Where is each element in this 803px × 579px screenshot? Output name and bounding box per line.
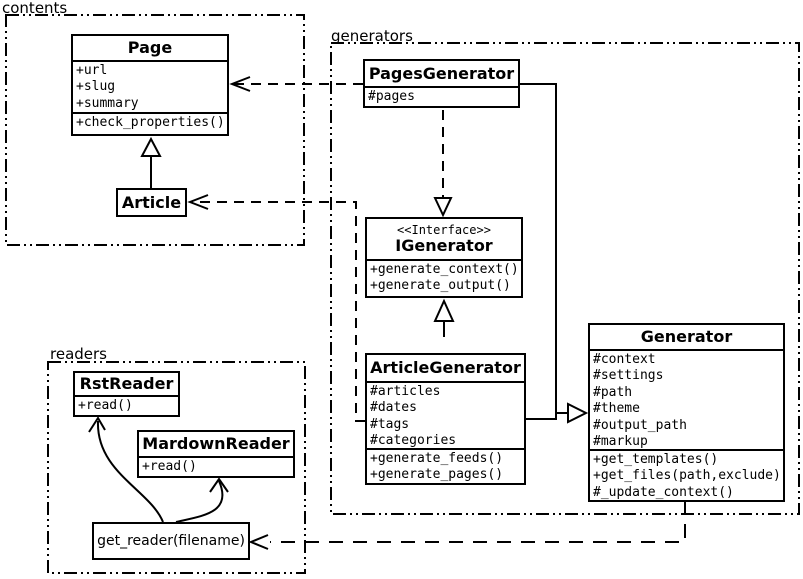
member-line: +slug — [76, 79, 116, 95]
member-line: +read() — [78, 398, 133, 413]
member-line: +read() — [142, 459, 197, 474]
package-label-readers: readers — [50, 345, 107, 363]
package-frame-contents — [5, 14, 305, 246]
class-rstreader-title: RstReader — [75, 373, 178, 397]
realization-arrow-articlegenerator-to-igenerator — [433, 298, 455, 337]
dependency-arrow-generator-to-getreader — [248, 500, 686, 550]
dependency-arrow-pagesgenerator-to-page — [229, 76, 363, 92]
member-line: #theme — [593, 401, 640, 417]
package-label-contents: contents — [2, 0, 68, 17]
member-line: +get_files(path,exclude) — [593, 468, 781, 484]
class-articlegenerator: ArticleGenerator #articles#dates#tags#ca… — [365, 353, 526, 485]
member-line: +check_properties() — [76, 115, 225, 130]
member-line: #pages — [368, 89, 415, 104]
member-line: +generate_feeds() — [370, 451, 504, 466]
inheritance-arrow-article-to-page — [140, 136, 162, 188]
class-igenerator-methods: +generate_context()+generate_output() — [367, 261, 521, 296]
member-line: +summary — [76, 95, 139, 111]
class-page-name: Page — [127, 38, 173, 57]
class-pagesgenerator-name: PagesGenerator — [368, 63, 515, 83]
class-mardownreader: MardownReader +read() — [137, 430, 295, 478]
member-line: +generate_pages() — [370, 467, 504, 483]
class-mardownreader-name: MardownReader — [142, 434, 290, 453]
class-article: Article — [116, 188, 187, 217]
access-arrow-getreader-to-rstreader — [88, 416, 164, 523]
class-pagesgenerator-attributes: #pages — [365, 88, 518, 106]
member-line: +generate_output() — [370, 278, 511, 294]
class-articlegenerator-attributes: #articles#dates#tags#categories — [367, 383, 524, 450]
class-articlegenerator-name: ArticleGenerator — [370, 358, 521, 377]
class-rstreader-name: RstReader — [79, 374, 174, 393]
access-arrow-getreader-to-mardownreader — [175, 477, 229, 523]
class-igenerator-title: <<Interface>> IGenerator — [367, 219, 521, 261]
member-line: #output_path — [593, 417, 687, 433]
member-line: +generate_context() — [370, 262, 519, 277]
class-igenerator-stereotype: <<Interface>> — [397, 223, 491, 237]
class-articlegenerator-title: ArticleGenerator — [367, 355, 524, 383]
class-generator-title: Generator — [590, 325, 783, 351]
class-igenerator: <<Interface>> IGenerator +generate_conte… — [365, 217, 523, 298]
package-label-generators: generators — [331, 27, 413, 45]
class-generator-methods: +get_templates()+get_files(path,exclude)… — [590, 451, 783, 500]
member-line: #categories — [370, 433, 457, 449]
member-line: #_update_context() — [593, 484, 734, 500]
class-article-title: Article — [118, 190, 185, 215]
member-line: #articles — [370, 384, 441, 399]
class-article-name: Article — [121, 192, 182, 212]
class-articlegenerator-methods: +generate_feeds()+generate_pages() — [367, 450, 524, 483]
class-mardownreader-methods: +read() — [139, 458, 293, 476]
class-page-attributes: +url+slug+summary — [73, 62, 227, 114]
class-rstreader: RstReader +read() — [73, 371, 180, 417]
class-page: Page +url+slug+summary +check_properties… — [71, 34, 229, 136]
class-page-methods: +check_properties() — [73, 114, 227, 134]
function-box-get-reader: get_reader(filename) — [92, 522, 250, 560]
member-line: #tags — [370, 416, 410, 432]
package-frame-generators — [330, 42, 800, 515]
class-pagesgenerator-title: PagesGenerator — [365, 61, 518, 88]
class-rstreader-methods: +read() — [75, 397, 178, 415]
member-line: #dates — [370, 400, 417, 416]
class-generator: Generator #context#settings#path#theme#o… — [588, 323, 785, 502]
class-pagesgenerator: PagesGenerator #pages — [363, 59, 520, 108]
member-line: #path — [593, 384, 633, 400]
class-mardownreader-title: MardownReader — [139, 432, 293, 458]
member-line: +get_templates() — [593, 452, 719, 467]
package-frame-readers — [47, 361, 306, 574]
realization-arrow-pagesgenerator-to-igenerator — [433, 110, 453, 218]
member-line: +url — [76, 63, 108, 78]
dependency-arrow-articlegenerator-to-article — [187, 194, 365, 422]
class-generator-attributes: #context#settings#path#theme#output_path… — [590, 351, 783, 451]
member-line: #settings — [593, 368, 664, 384]
function-box-get-reader-label: get_reader(filename) — [97, 533, 245, 549]
member-line: #context — [593, 352, 656, 367]
class-page-title: Page — [73, 36, 227, 62]
class-generator-name: Generator — [640, 327, 733, 346]
class-igenerator-name: IGenerator — [395, 236, 493, 255]
inheritance-arrow-generators-to-generator — [520, 83, 589, 424]
member-line: #markup — [593, 434, 648, 450]
